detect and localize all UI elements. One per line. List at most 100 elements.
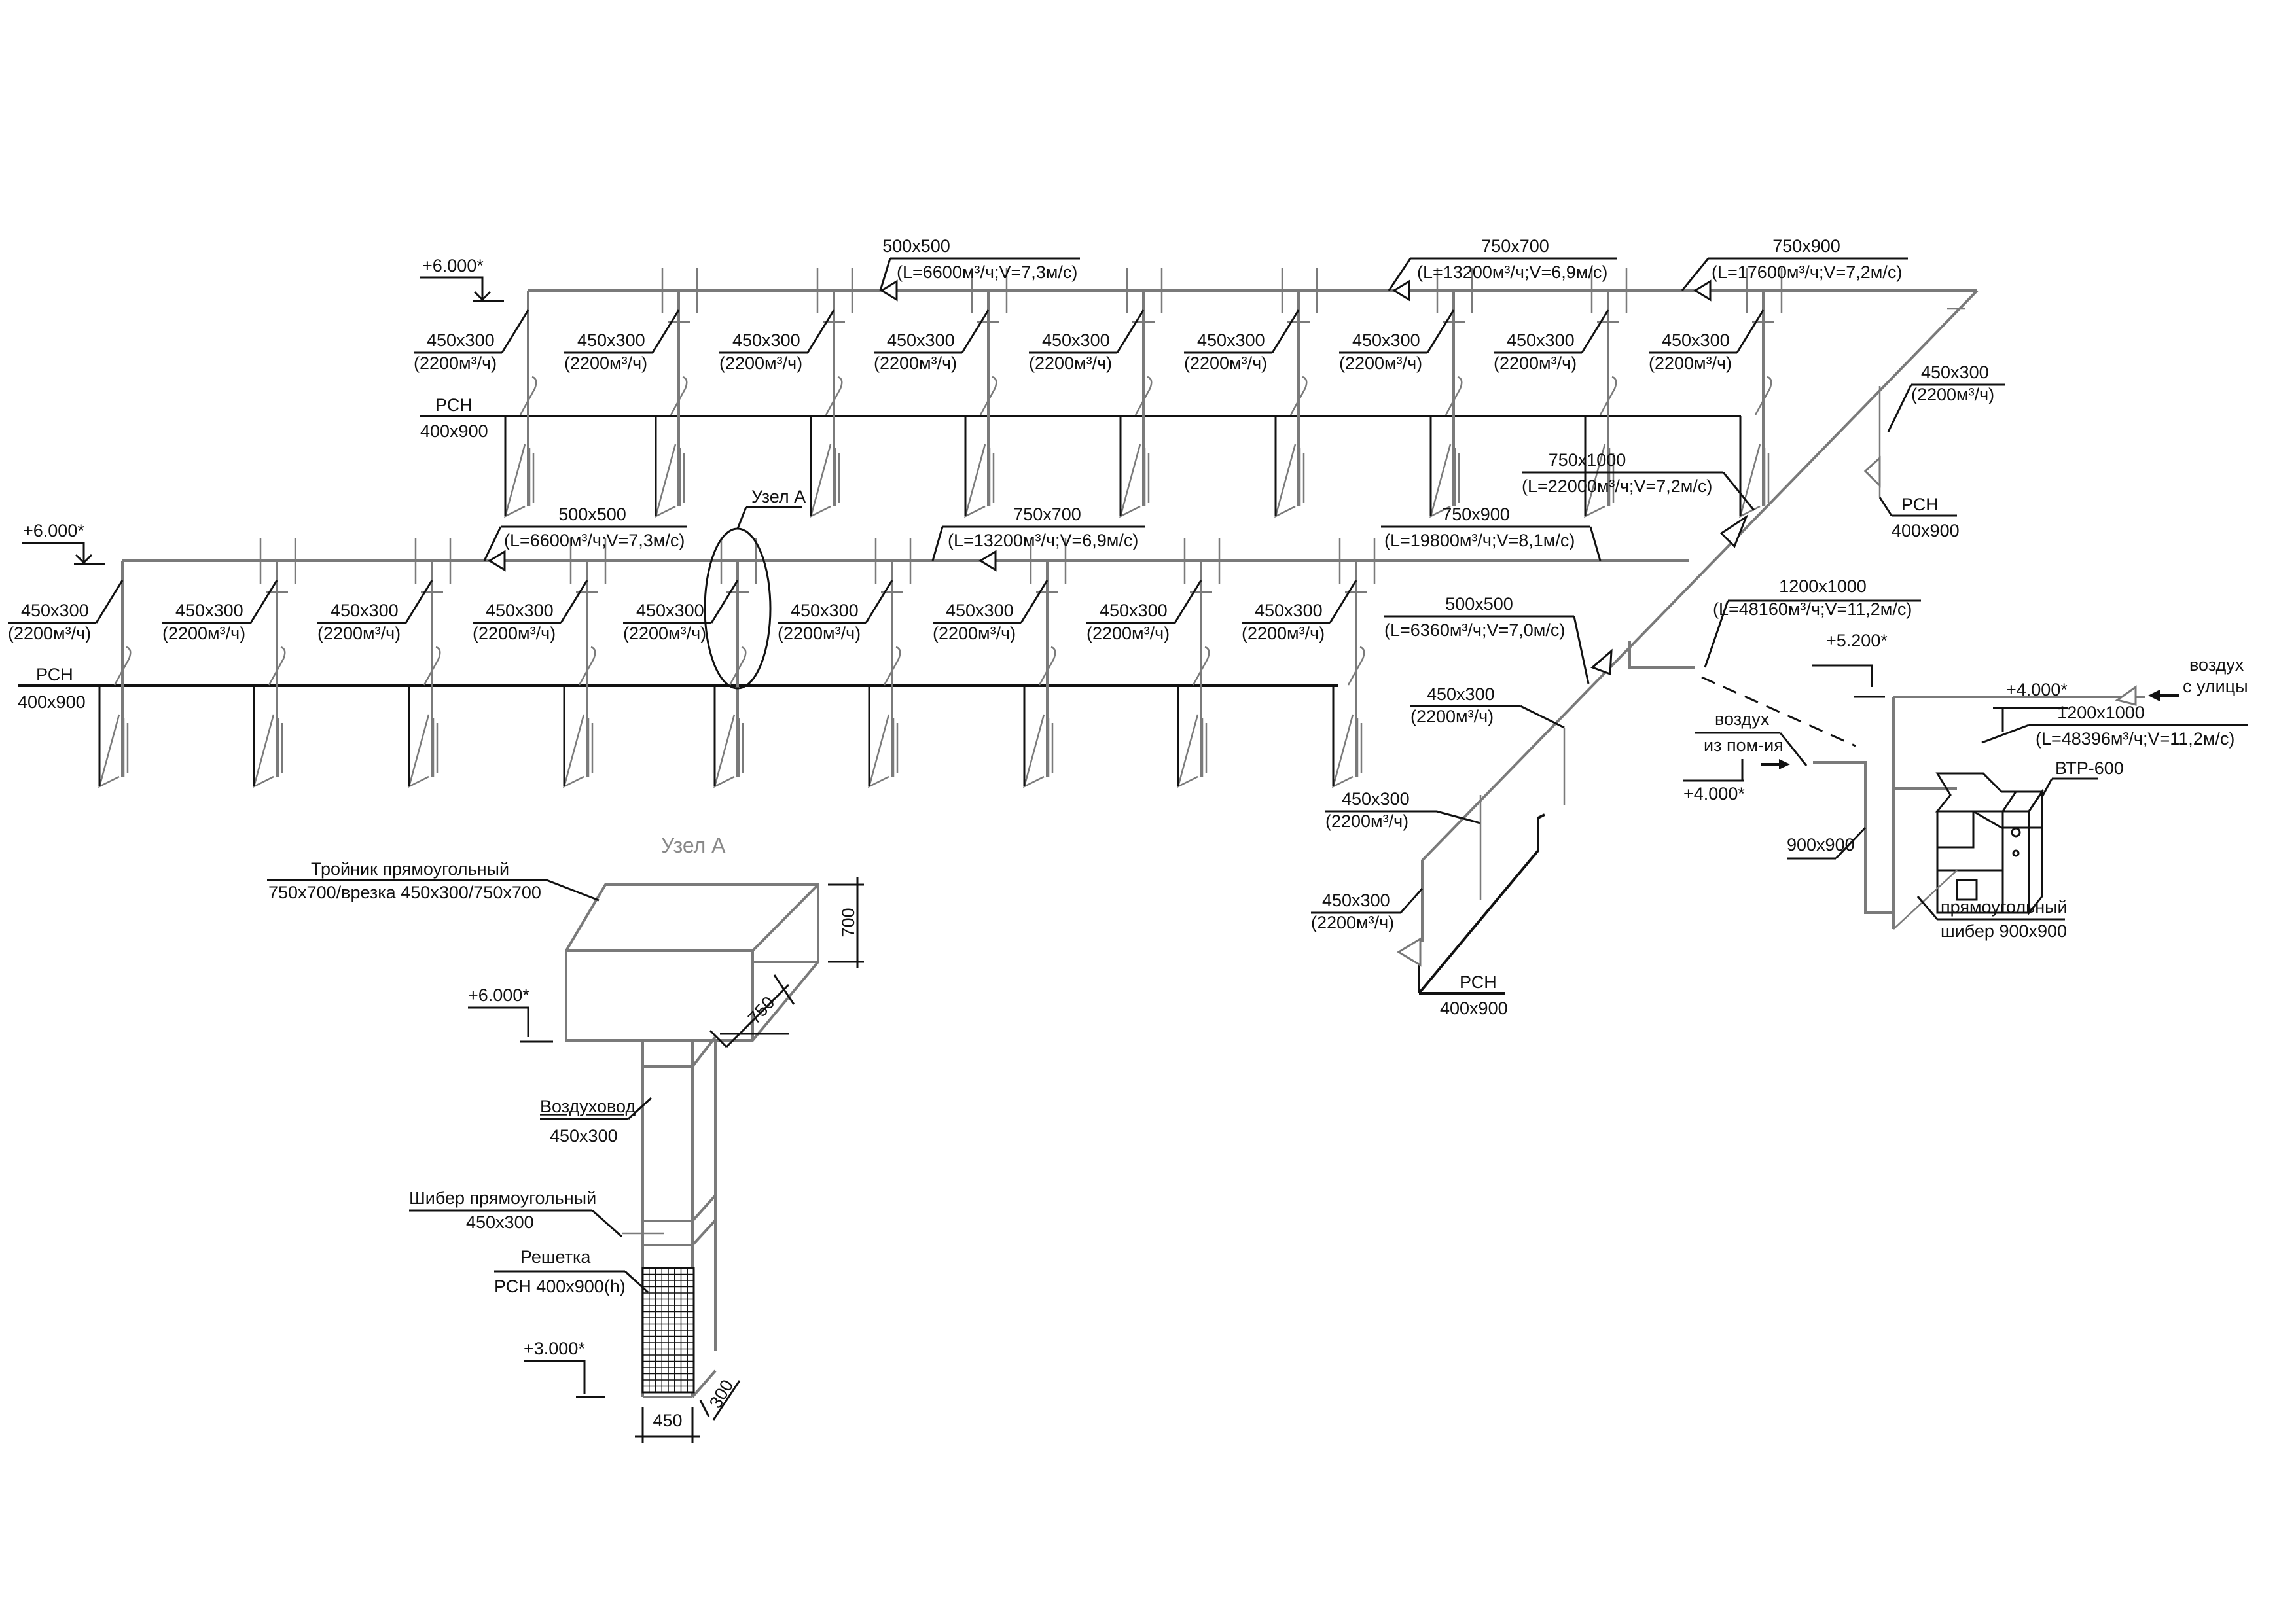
segment-size: 500x500: [1445, 594, 1513, 614]
elevation-mark-mid: +6.000*: [22, 521, 105, 565]
branch-flow: (2200м³/ч): [1339, 353, 1422, 373]
branch-riser: 450x300(2200м³/ч): [1494, 268, 1628, 518]
branch-riser: 450x300(2200м³/ч): [778, 538, 912, 788]
unit-label: ВТР-600: [2055, 758, 2124, 778]
branch-size: 450x300: [1662, 330, 1730, 350]
segment-size: 500x500: [558, 504, 626, 524]
segment-flow: (L=6360м³/ч;V=7,0м/с): [1384, 620, 1565, 640]
ahu-box: [1935, 772, 2044, 916]
segment-size: 1200x1000: [1779, 576, 1867, 596]
room-air-label: из пом-ия: [1704, 735, 1784, 755]
branch-riser: 450x300(2200м³/ч): [317, 538, 452, 788]
segment-size: 1200x1000: [2057, 703, 2145, 722]
branch-riser: 450x300 (2200м³/ч): [8, 561, 132, 788]
branch-riser: 450x300(2200м³/ч): [564, 268, 698, 518]
segment-flow: (L=22000м³/ч;V=7,2м/с): [1522, 476, 1712, 496]
branch-flow: (2200м³/ч): [933, 624, 1016, 643]
grille-type-label: РСН: [36, 665, 73, 684]
dimension-750: 750: [744, 993, 778, 1028]
flow-arrow-icon: [1590, 648, 1613, 676]
elevation-label: +6.000*: [23, 521, 84, 540]
grille-type-label: РСН: [435, 395, 473, 415]
branch-flow: (2200м³/ч): [8, 624, 91, 643]
branch-size: 450x300: [1921, 362, 1989, 382]
branch-size: 450x300: [887, 330, 955, 350]
flow-arrow-icon: [488, 550, 506, 572]
grille-mesh: [643, 1268, 694, 1393]
diagonal-main-duct: РСН 400x900 450x300 (2200м³/ч) 750x1000 …: [1311, 289, 2005, 1018]
elevation-label: +5.200*: [1826, 631, 1888, 650]
branch-flow: (2200м³/ч): [1086, 624, 1170, 643]
branch-size: 450x300: [486, 601, 554, 620]
segment-flow: (L=6600м³/ч;V=7,3м/с): [897, 262, 1077, 282]
branch-flow: (2200м³/ч): [1242, 624, 1325, 643]
outdoor-air-label: с улицы: [2183, 677, 2248, 696]
branch-flow: (2200м³/ч): [1311, 913, 1394, 932]
connection-dashed: [1701, 676, 1856, 747]
branch-riser: 450x300(2200м³/ч): [623, 538, 757, 788]
segment-annotation: 750x700 (L=13200м³/ч;V=6,9м/с): [931, 504, 1145, 572]
elevation-label: +4.000*: [1683, 784, 1745, 803]
room-air-label: воздух: [1715, 709, 1770, 729]
elevation-mark-top: +6.000*: [420, 256, 504, 302]
grille-size-label: 400x900: [18, 692, 86, 712]
branch-label: 450x300 (2200м³/ч): [1325, 789, 1482, 900]
segment-flow: (L=13200м³/ч;V=6,9м/с): [948, 531, 1138, 550]
grille-size-label: 400x900: [1440, 998, 1508, 1018]
segment-flow: (L=48160м³/ч;V=11,2м/с): [1713, 599, 1912, 619]
branch-label: 450x300 (2200м³/ч): [1410, 684, 1566, 805]
branch-riser: 450x300(2200м³/ч): [162, 538, 296, 788]
segment-annotation: 500x500 (L=6600м³/ч;V=7,3м/с): [879, 236, 1080, 302]
grille-type-label: РСН: [1460, 972, 1497, 992]
duct-label: Воздуховод: [540, 1097, 636, 1116]
tee-label: Тройник прямоугольный: [311, 859, 509, 879]
flow-arrow-icon: [978, 550, 997, 572]
segment-size: 750x1000: [1549, 450, 1626, 470]
arrow-right-icon: [1779, 759, 1790, 769]
elevation-label: +3.000*: [524, 1339, 585, 1358]
branch-riser: 450x300(2200м³/ч): [414, 291, 537, 518]
branch-size: 450x300: [791, 601, 859, 620]
grille-label: Решетка: [520, 1247, 591, 1267]
segment-annotation: 750x700 (L=13200м³/ч;V=6,9м/с): [1388, 236, 1617, 302]
branch-riser: 450x300 (2200м³/ч): [1242, 538, 1376, 788]
elevation-label: +4.000*: [2006, 680, 2068, 699]
branch-riser: 450x300(2200м³/ч): [933, 538, 1067, 788]
branch-flow: (2200м³/ч): [317, 624, 401, 643]
detail-title: Узел А: [661, 834, 726, 857]
branch-riser: 450x300(2200м³/ч): [719, 268, 853, 518]
branch-flow: (2200м³/ч): [1029, 353, 1112, 373]
node-label: Узел А: [751, 487, 806, 506]
branch-flow: (2200м³/ч): [162, 624, 245, 643]
branch-riser: 450x300(2200м³/ч): [874, 268, 1008, 518]
branch-size: 450x300: [1100, 601, 1168, 620]
duct-size: 900x900: [1787, 835, 1855, 855]
branch-label: 450x300 (2200м³/ч): [1311, 888, 1424, 967]
node-a-callout: Узел А: [704, 487, 806, 690]
flow-arrow-icon: [1392, 279, 1410, 302]
grille-size-label: 400x900: [420, 421, 488, 441]
damper-label: шибер 900x900: [1941, 921, 2067, 941]
branch-size: 450x300: [21, 601, 89, 620]
segment-flow: (L=48396м³/ч;V=11,2м/с): [2036, 729, 2234, 749]
branch-size: 450x300: [1322, 891, 1390, 910]
grille-type-label: РСН: [1901, 495, 1939, 514]
top-row-system: +6.000* РСН 400x900 450x300(2200м³/ч)450…: [414, 236, 1977, 518]
branch-size: 450x300: [1255, 601, 1323, 620]
branch-flow: (2200м³/ч): [1649, 353, 1732, 373]
branch-size: 450x300: [1342, 789, 1410, 809]
branch-size: 450x300: [577, 330, 645, 350]
flow-arrow-icon: [1693, 279, 1712, 302]
branch-flow: (2200м³/ч): [719, 353, 802, 373]
grille-size: РСН 400x900(h): [494, 1277, 626, 1296]
branch-size: 450x300: [1507, 330, 1575, 350]
branch-riser: 450x300 (2200м³/ч): [1086, 538, 1221, 788]
segment-flow: (L=13200м³/ч;V=6,9м/с): [1417, 262, 1607, 282]
damper-label: Шибер прямоугольный: [409, 1188, 596, 1208]
segment-size: 750x900: [1772, 236, 1840, 256]
branch-flow: (2200м³/ч): [1911, 385, 1994, 404]
branch-size: 450x300: [1427, 684, 1495, 704]
segment-annotation: 750x900 (L=17600м³/ч;V=7,2м/с): [1681, 236, 1908, 302]
segment-flow: (L=6600м³/ч;V=7,3м/с): [504, 531, 685, 550]
